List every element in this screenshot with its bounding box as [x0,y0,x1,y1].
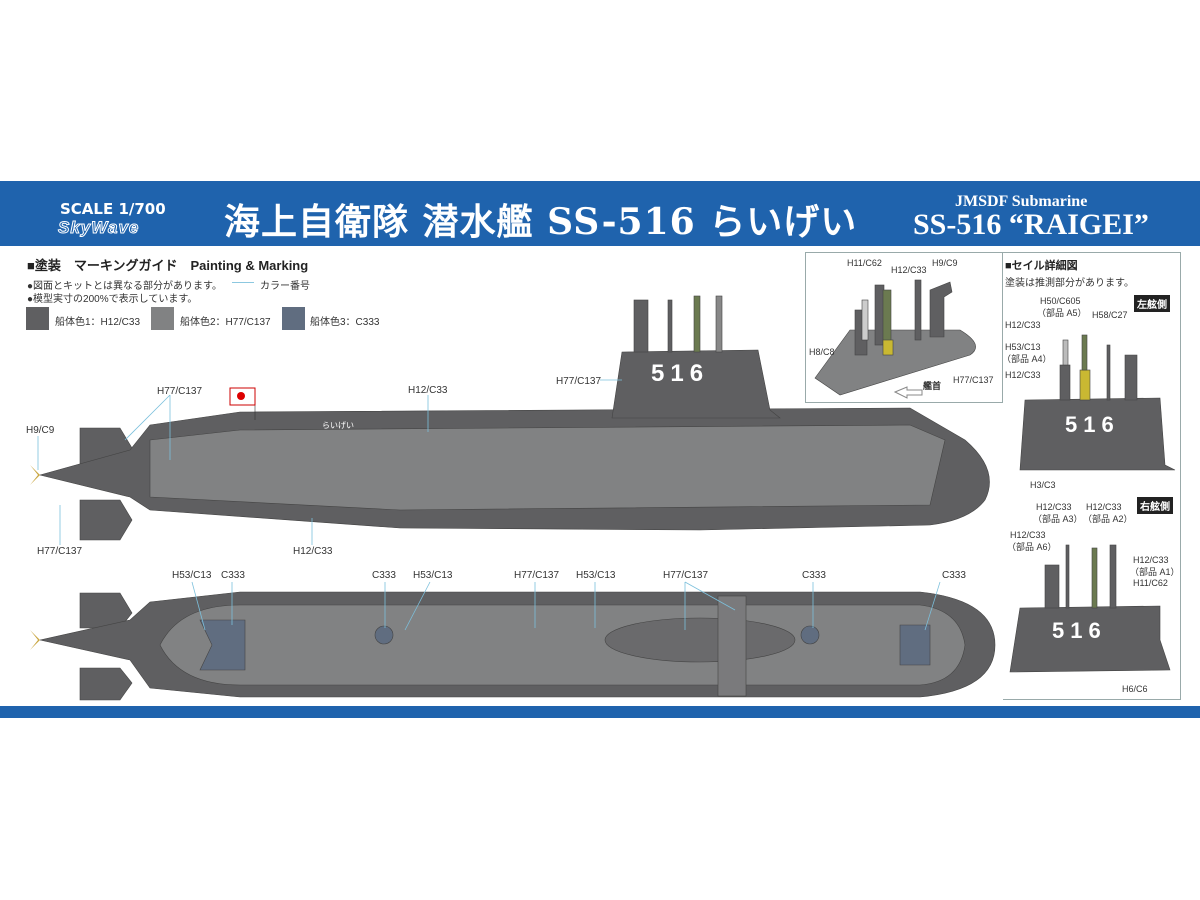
guide-heading: ■塗装 マーキングガイド Painting & Marking [27,258,309,273]
top-label: C333 [942,570,966,581]
top-label: H53/C13 [172,570,212,581]
bow-arrow-icon [893,386,923,399]
starboard-label: （部品 A6） [1007,542,1057,552]
swatch-2 [151,307,174,330]
port-label: H12/C33 [1005,320,1041,330]
sail-detail-note: 塗装は推測部分があります。 [1005,278,1134,289]
side-label: H9/C9 [26,425,55,436]
swatch-2-label: 船体色2：H77/C137 [180,317,271,328]
title-japanese: 海上自衛隊 潜水艦 SS-516 らいげい [224,201,858,243]
starboard-tag: 右舷側 [1137,497,1173,514]
starboard-label: （部品 A3） [1033,514,1083,524]
hull-number: 516 [651,360,710,387]
title-english-sub: JMSDF Submarine [955,193,1088,210]
leader-lines [37,379,941,631]
port-label: H12/C33 [1005,370,1041,380]
swatch-1 [26,307,49,330]
port-label: H53/C13 [1005,342,1041,352]
top-label: C333 [802,570,826,581]
port-label: H50/C605 [1040,296,1081,306]
side-label: H77/C137 [37,546,83,557]
bottom-strip [0,706,1200,718]
side-label: H12/C33 [293,546,333,557]
note-2: ●模型実寸の200%で表示しています。 [27,294,198,305]
legend-line [232,282,254,283]
top-view [39,591,996,701]
name-marking: らいげい [322,421,354,430]
top-label: C333 [372,570,396,581]
sail-hull-number-starboard: 516 [1052,618,1107,643]
port-label: H58/C27 [1092,310,1128,320]
brand-logo: SkyWave [57,218,140,238]
sail-detail-panel [1003,252,1181,700]
inset-sail-model [814,279,976,396]
scale-label: SCALE 1/700 [60,200,166,218]
top-label: H77/C137 [514,570,560,581]
port-tag: 左舷側 [1134,295,1170,312]
starboard-label: （部品 A2） [1083,514,1133,524]
port-label: H3/C3 [1030,480,1056,490]
rising-sun-flag-icon [229,387,256,406]
top-label: H53/C13 [576,570,616,581]
sail-detail-port [1019,334,1176,471]
port-label: （部品 A4） [1002,354,1052,364]
starboard-label: H12/C33 [1133,555,1169,565]
starboard-label: （部品 A1） [1130,567,1180,577]
title-english: SS-516 “RAIGEI” [913,208,1149,241]
bow-label: 艦首 [923,381,942,391]
inset-label: H11/C62 [847,258,882,268]
sail-detail-heading: ■セイル詳細図 [1005,260,1078,272]
side-view [38,295,990,541]
inset-panel [805,252,1003,403]
legend-line-label: カラー番号 [260,281,310,292]
propeller-icon [30,630,40,650]
swatch-3 [282,307,305,330]
side-label: H12/C33 [408,385,448,396]
top-label: H53/C13 [413,570,453,581]
sail-detail-starboard [1009,544,1171,673]
port-label: （部品 A5） [1037,308,1087,318]
inset-label: H8/C8 [809,347,835,357]
side-label: H77/C137 [157,386,203,397]
top-label: H77/C137 [663,570,709,581]
swatch-3-label: 船体色3：C333 [310,317,380,328]
inset-label: H12/C33 [891,265,927,275]
note-1: ●図面とキットとは異なる部分があります。 [27,281,223,292]
sail-hull-number-port: 516 [1065,412,1120,437]
title-banner [0,181,1200,246]
starboard-label: H12/C33 [1086,502,1122,512]
propeller-icon [30,465,40,485]
top-label: C333 [221,570,245,581]
starboard-label: H6/C6 [1122,684,1148,694]
inset-label: H77/C137 [953,375,994,385]
side-label: H77/C137 [556,376,602,387]
starboard-label: H12/C33 [1036,502,1072,512]
starboard-label: H11/C62 [1133,578,1168,588]
inset-label: H9/C9 [932,258,958,268]
starboard-label: H12/C33 [1010,530,1046,540]
swatch-1-label: 船体色1：H12/C33 [55,317,141,328]
